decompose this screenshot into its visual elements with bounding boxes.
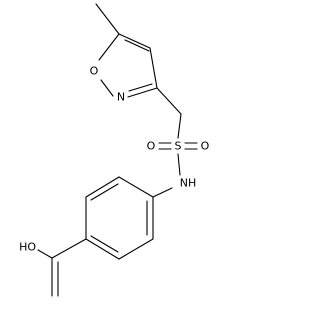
benzene-bond-3-inner [90, 235, 119, 253]
ring-oxygen-label: O [90, 65, 99, 78]
methyl-bond [95, 3, 120, 35]
ring-bond-c5-c4 [118, 33, 151, 49]
s-to-nh-bond [177, 153, 181, 176]
ring-bond-c4-c3 [149, 47, 158, 89]
ring-bond-c3-n-inner [128, 83, 153, 92]
ring-nitrogen-label: N [117, 91, 125, 104]
ring-bond-c5-c4-inner [124, 39, 150, 52]
benzene-bond-5-inner [90, 183, 119, 201]
sulfur-label: S [175, 140, 182, 153]
carboxyl-oh-label: HO [19, 241, 36, 254]
nh-to-ring-bond [152, 187, 173, 198]
benzene-bond-3 [85, 238, 120, 260]
ring-to-carboxyl-bond [51, 238, 87, 259]
ring-bond-n-o [100, 79, 114, 97]
benzene-bond-2 [118, 238, 154, 260]
amide-nh-label: NH [180, 177, 197, 190]
benzene-bond-6 [118, 176, 154, 198]
atom-labels: O N S O O NH HO [19, 65, 210, 254]
carboxyl-oh-bond [37, 249, 53, 259]
chemical-structure-diagram: O N S O O NH HO [19, 3, 210, 297]
benzene-bond-5 [85, 176, 120, 198]
ring-to-ch2-bond [156, 87, 182, 115]
sulfonyl-oxygen-right-label: O [201, 140, 210, 153]
ring-bond-o-c5 [98, 33, 120, 61]
ch2-to-s-bond [177, 113, 182, 139]
ring-bond-c3-n [127, 87, 158, 98]
sulfonyl-linker-bonds [156, 87, 198, 176]
isoxazole-ring-bonds [95, 3, 158, 98]
sulfonyl-oxygen-left-label: O [147, 140, 156, 153]
benzoic-acid-bonds [37, 176, 173, 297]
